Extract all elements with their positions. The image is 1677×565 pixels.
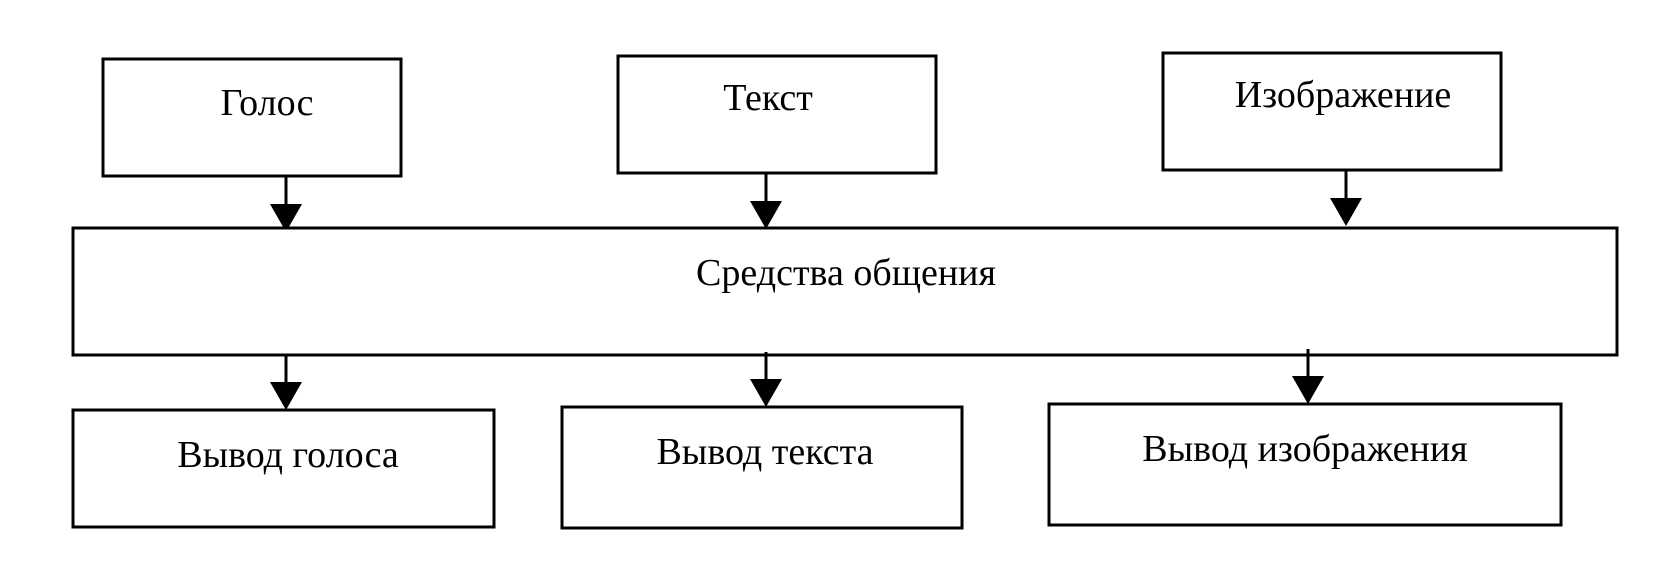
input-label-voice: Голос bbox=[221, 82, 314, 124]
arrow-center-to-text-output bbox=[750, 352, 782, 407]
arrow-image-to-center bbox=[1330, 170, 1362, 226]
output-label-text: Вывод текста bbox=[656, 431, 873, 473]
arrow-center-to-voice-output bbox=[270, 355, 302, 410]
input-label-text: Текст bbox=[723, 77, 813, 119]
center-label: Средства общения bbox=[696, 252, 996, 294]
output-label-image: Вывод изображения bbox=[1142, 428, 1467, 470]
arrow-voice-to-center bbox=[270, 176, 302, 232]
input-box-text: Текст bbox=[616, 54, 938, 175]
input-box-image: Изображение bbox=[1161, 51, 1503, 172]
arrow-text-to-center bbox=[750, 173, 782, 229]
output-box-voice: Вывод голоса bbox=[71, 408, 496, 529]
center-box-communication-means: Средства общения bbox=[71, 226, 1619, 357]
output-box-image: Вывод изображения bbox=[1047, 402, 1563, 527]
output-box-text: Вывод текста bbox=[560, 405, 964, 530]
arrow-center-to-image-output bbox=[1292, 349, 1324, 404]
output-label-voice: Вывод голоса bbox=[177, 434, 399, 476]
input-label-image: Изображение bbox=[1235, 74, 1452, 116]
input-box-voice: Голос bbox=[101, 57, 403, 178]
